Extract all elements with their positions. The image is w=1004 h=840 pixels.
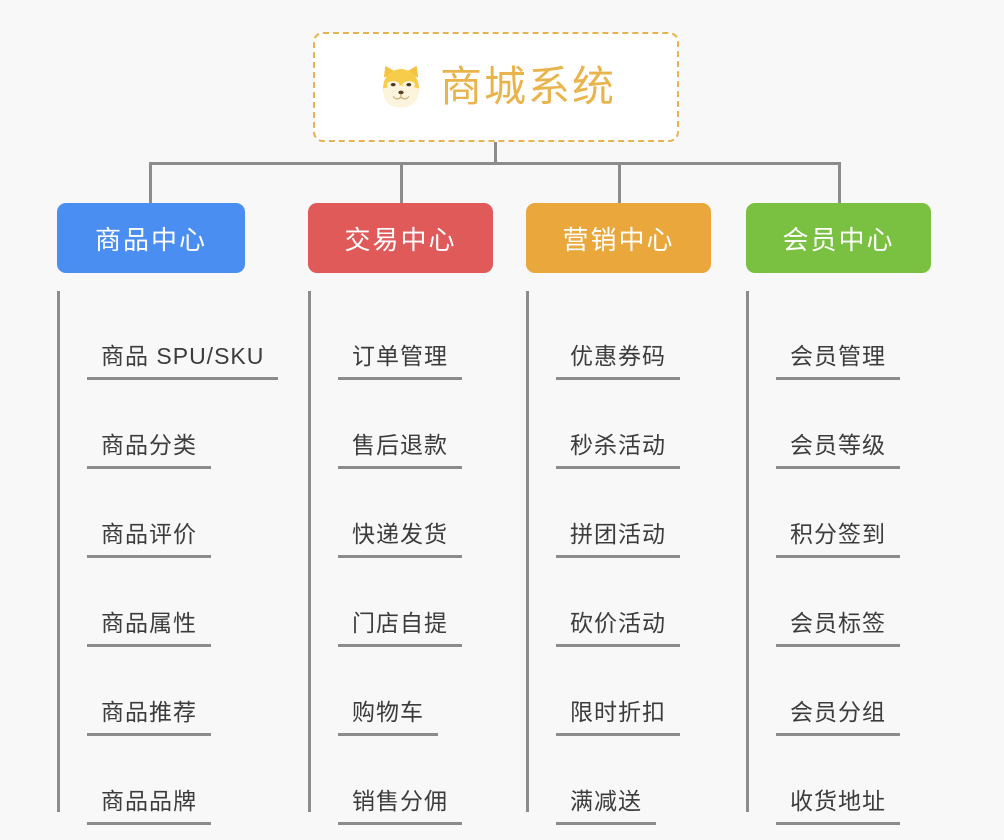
- leaf-label: 商品 SPU/SKU: [87, 343, 279, 380]
- connector-drop-column-1: [149, 162, 152, 203]
- leaf-item[interactable]: 会员等级: [746, 380, 931, 469]
- leaf-label: 会员等级: [776, 432, 900, 469]
- root-title: 商城系统: [439, 63, 616, 110]
- leaf-label: 会员标签: [776, 610, 900, 647]
- connector-drop-column-2: [400, 162, 403, 203]
- connector-root-stem: [494, 142, 497, 164]
- leaf-item[interactable]: 会员分组: [746, 647, 931, 736]
- leaf-label: 砍价活动: [556, 610, 680, 647]
- leaf-list-trade: 订单管理 售后退款 快递发货 门店自提 购物车 销售分佣: [308, 291, 493, 825]
- leaf-list-marketing: 优惠券码 秒杀活动 拼团活动 砍价活动 限时折扣 满减送: [526, 291, 711, 825]
- leaf-label: 会员分组: [776, 699, 900, 736]
- leaf-item[interactable]: 销售分佣: [308, 736, 493, 825]
- leaf-item[interactable]: 商品 SPU/SKU: [57, 291, 279, 380]
- leaf-label: 商品属性: [87, 610, 211, 647]
- leaf-label: 商品分类: [87, 432, 211, 469]
- leaf-item[interactable]: 售后退款: [308, 380, 493, 469]
- leaf-item[interactable]: 拼团活动: [526, 469, 711, 558]
- connector-category-bus: [149, 162, 841, 165]
- leaf-item[interactable]: 订单管理: [308, 291, 493, 380]
- category-title: 交易中心: [344, 224, 457, 255]
- leaf-label: 积分签到: [776, 521, 900, 558]
- leaf-label: 订单管理: [338, 343, 462, 380]
- leaf-item[interactable]: 商品属性: [57, 558, 245, 647]
- branch-column-trade: 交易中心 订单管理 售后退款 快递发货 门店自提 购物车 销售分佣: [308, 203, 493, 825]
- root-node-content: 商城系统: [376, 62, 616, 112]
- leaf-label: 满减送: [556, 788, 656, 825]
- leaf-spine: [308, 291, 311, 812]
- leaf-spine: [526, 291, 529, 812]
- category-title: 营销中心: [562, 224, 675, 255]
- leaf-label: 购物车: [338, 699, 438, 736]
- category-title: 商品中心: [94, 224, 207, 255]
- branch-column-marketing: 营销中心 优惠券码 秒杀活动 拼团活动 砍价活动 限时折扣 满减送: [526, 203, 711, 825]
- leaf-item[interactable]: 优惠券码: [526, 291, 711, 380]
- leaf-item[interactable]: 会员管理: [746, 291, 931, 380]
- category-title: 会员中心: [782, 224, 895, 255]
- leaf-label: 优惠券码: [556, 343, 680, 380]
- branch-column-member: 会员中心 会员管理 会员等级 积分签到 会员标签 会员分组 收货地址: [746, 203, 931, 825]
- category-header-trade[interactable]: 交易中心: [308, 203, 493, 273]
- leaf-label: 快递发货: [338, 521, 462, 558]
- leaf-label: 限时折扣: [556, 699, 680, 736]
- leaf-item[interactable]: 收货地址: [746, 736, 931, 825]
- leaf-item[interactable]: 积分签到: [746, 469, 931, 558]
- leaf-item[interactable]: 商品评价: [57, 469, 245, 558]
- connector-drop-column-3: [618, 162, 621, 203]
- leaf-spine: [57, 291, 60, 812]
- category-header-member[interactable]: 会员中心: [746, 203, 931, 273]
- leaf-label: 收货地址: [776, 788, 900, 825]
- leaf-item[interactable]: 商品推荐: [57, 647, 245, 736]
- leaf-label: 商品推荐: [87, 699, 211, 736]
- leaf-label: 商品品牌: [87, 788, 211, 825]
- leaf-item[interactable]: 限时折扣: [526, 647, 711, 736]
- leaf-label: 销售分佣: [338, 788, 462, 825]
- leaf-label: 门店自提: [338, 610, 462, 647]
- leaf-item[interactable]: 会员标签: [746, 558, 931, 647]
- leaf-label: 商品评价: [87, 521, 211, 558]
- leaf-spine: [746, 291, 749, 812]
- leaf-item[interactable]: 门店自提: [308, 558, 493, 647]
- leaf-list-member: 会员管理 会员等级 积分签到 会员标签 会员分组 收货地址: [746, 291, 931, 825]
- branch-column-product: 商品中心 商品 SPU/SKU 商品分类 商品评价 商品属性 商品推荐 商品品牌: [57, 203, 279, 825]
- leaf-label: 会员管理: [776, 343, 900, 380]
- shiba-inu-dog-face-icon: [376, 62, 426, 112]
- leaf-item[interactable]: 快递发货: [308, 469, 493, 558]
- category-header-product[interactable]: 商品中心: [57, 203, 245, 273]
- leaf-label: 售后退款: [338, 432, 462, 469]
- leaf-item[interactable]: 砍价活动: [526, 558, 711, 647]
- leaf-list-product: 商品 SPU/SKU 商品分类 商品评价 商品属性 商品推荐 商品品牌: [57, 291, 279, 825]
- connector-drop-column-4: [838, 162, 841, 203]
- leaf-label: 秒杀活动: [556, 432, 680, 469]
- leaf-item[interactable]: 购物车: [308, 647, 493, 736]
- leaf-item[interactable]: 商品分类: [57, 380, 245, 469]
- root-node[interactable]: 商城系统: [313, 32, 679, 142]
- leaf-item[interactable]: 秒杀活动: [526, 380, 711, 469]
- leaf-item[interactable]: 商品品牌: [57, 736, 245, 825]
- leaf-item[interactable]: 满减送: [526, 736, 711, 825]
- leaf-label: 拼团活动: [556, 521, 680, 558]
- category-header-marketing[interactable]: 营销中心: [526, 203, 711, 273]
